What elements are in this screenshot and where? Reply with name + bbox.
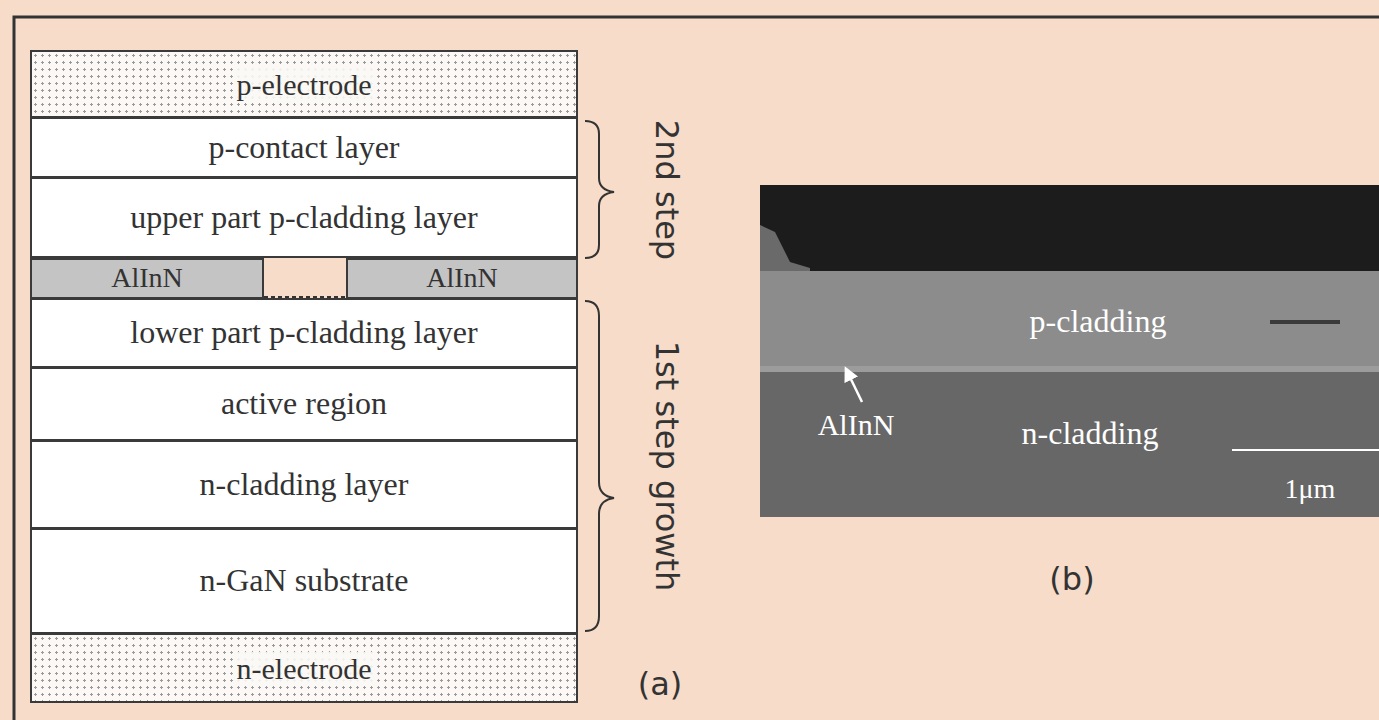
electrode-layer: p-electrode bbox=[30, 50, 578, 118]
layer-box: p-contact layer bbox=[30, 117, 578, 178]
layer-label: n-GaN substrate bbox=[200, 563, 409, 598]
scale-bar bbox=[1232, 449, 1379, 451]
electrode-layer: n-electrode bbox=[30, 633, 578, 703]
layer-label: p-electrode bbox=[233, 68, 376, 101]
layer-box: active region bbox=[30, 367, 578, 441]
bracket bbox=[585, 121, 614, 258]
step-label: 1st step growth bbox=[648, 341, 683, 591]
layer-label: n-electrode bbox=[233, 652, 376, 685]
layer-box: n-cladding layer bbox=[30, 440, 578, 529]
scale-label: 1μm bbox=[1285, 474, 1336, 505]
layer-label: active region bbox=[221, 386, 387, 421]
layer-label: upper part p-cladding layer bbox=[130, 200, 477, 235]
panel-label: (a) bbox=[638, 667, 683, 702]
layer-label: lower part p-cladding layer bbox=[130, 315, 477, 350]
bracket bbox=[585, 301, 614, 631]
layer-box: upper part p-cladding layer bbox=[30, 177, 578, 258]
image-label: p-cladding bbox=[1030, 304, 1167, 339]
image-label: AlInN bbox=[818, 408, 895, 441]
layer-label: p-contact layer bbox=[209, 130, 400, 165]
layer-label: AlInN bbox=[111, 263, 183, 294]
layer-box: n-GaN substrate bbox=[30, 528, 578, 634]
step-label: 2nd step bbox=[648, 120, 683, 260]
figure-frame bbox=[14, 17, 1379, 720]
alinn-block: AlInN bbox=[30, 258, 264, 299]
layer-box: lower part p-cladding layer bbox=[30, 298, 578, 368]
sem-image bbox=[760, 185, 1379, 517]
leader-arrow bbox=[846, 369, 862, 402]
layer-label: n-cladding layer bbox=[200, 467, 409, 502]
alinn-block: AlInN bbox=[346, 258, 578, 299]
layer-label: AlInN bbox=[426, 263, 498, 294]
image-label: n-cladding bbox=[1022, 416, 1159, 451]
panel-label: (b) bbox=[1049, 562, 1094, 597]
